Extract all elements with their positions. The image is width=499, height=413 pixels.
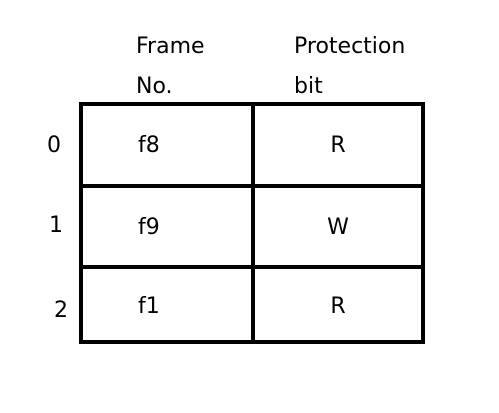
frame-no-header-line2: No. xyxy=(136,74,173,99)
protection-bit-header-line2: bit xyxy=(294,74,323,99)
protection-cell: R xyxy=(330,132,346,158)
row-index-1: 1 xyxy=(49,213,63,238)
protection-bit-header: Protection bit xyxy=(294,27,405,107)
protection-cell: W xyxy=(327,214,349,240)
frame-no-header: Frame No. xyxy=(136,27,205,107)
page-table: f8 R f9 W f1 R xyxy=(79,102,425,344)
row-index-0: 0 xyxy=(47,133,61,158)
frame-cell: f9 xyxy=(138,214,160,240)
frame-cell: f8 xyxy=(138,132,160,158)
table-row: f9 W xyxy=(83,188,421,266)
protection-cell: R xyxy=(330,294,346,319)
frame-cell: f1 xyxy=(138,294,160,319)
table-row: f1 R xyxy=(83,269,421,344)
protection-bit-header-line1: Protection xyxy=(294,34,406,59)
row-index-2: 2 xyxy=(54,298,68,323)
column-divider xyxy=(251,106,255,340)
frame-no-header-line1: Frame xyxy=(136,34,205,59)
row-divider-2 xyxy=(83,265,421,269)
row-divider-1 xyxy=(83,184,421,188)
table-row: f8 R xyxy=(83,106,421,184)
